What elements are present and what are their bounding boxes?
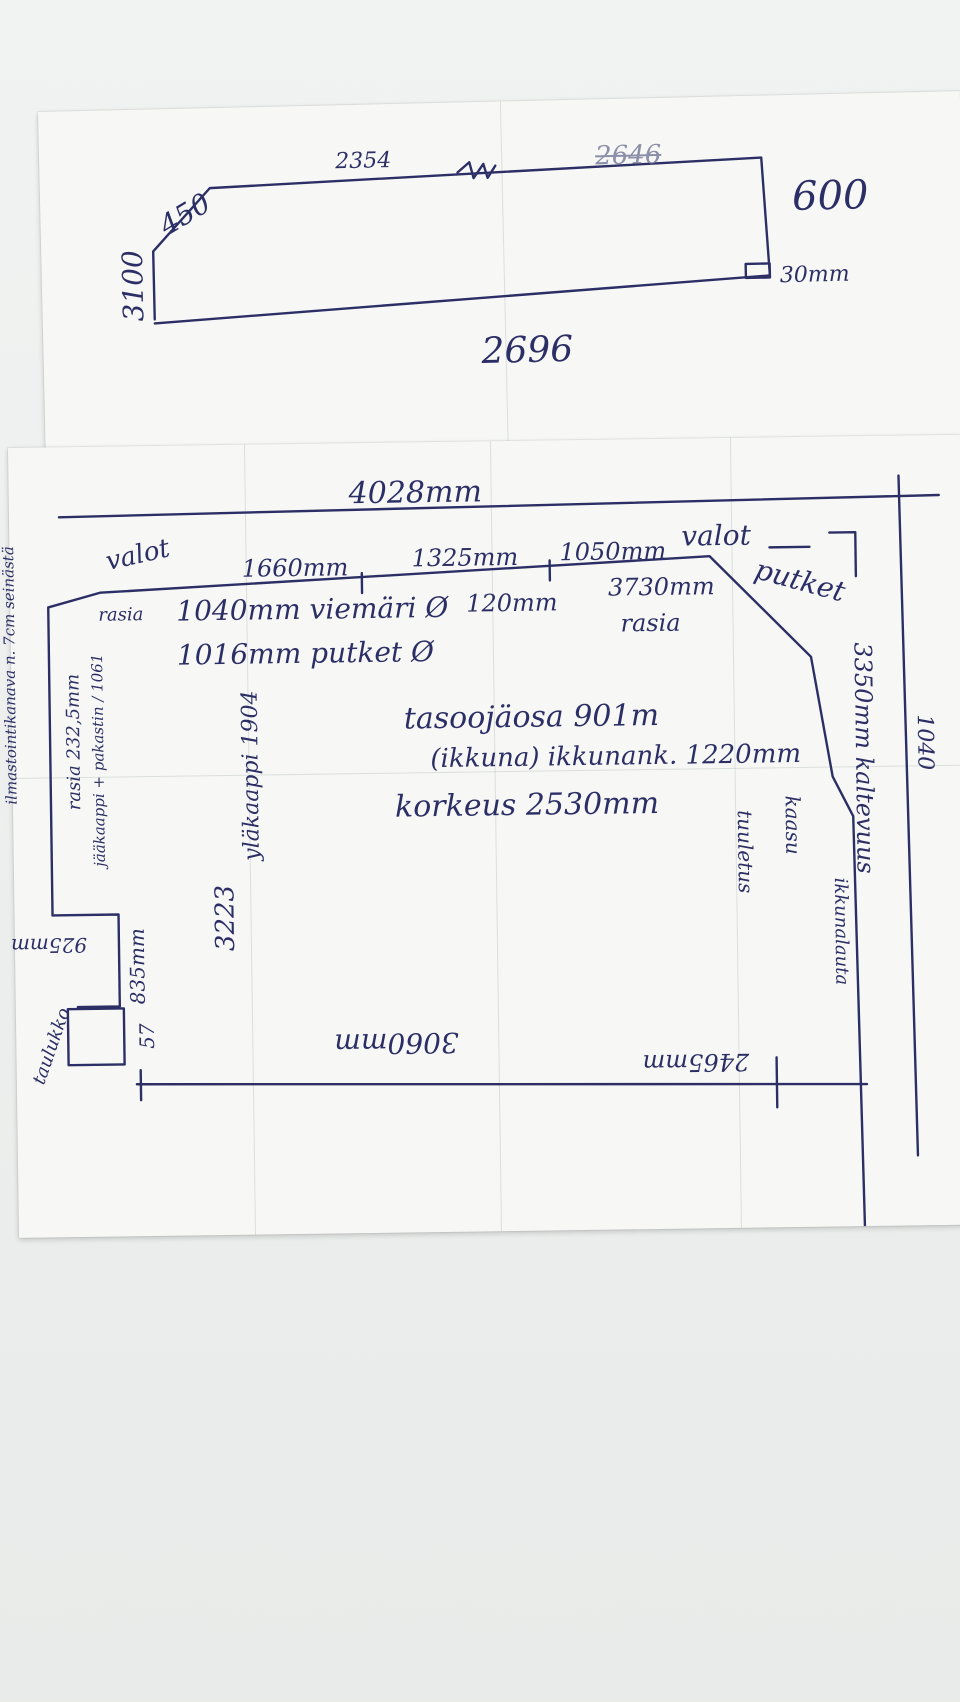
left-length-label: 3223 bbox=[210, 884, 242, 952]
overall-width-label: 4028mm bbox=[348, 474, 483, 512]
box-label-left: rasia bbox=[98, 604, 144, 626]
bottom-wall-line bbox=[135, 1082, 869, 1086]
paper-sheet-bottom: 4028mm ilmastointikanava n. 7cm seinästä… bbox=[0, 434, 960, 1238]
left-height-label: 835mm bbox=[124, 928, 150, 1005]
segment-3-label: 1050mm bbox=[559, 536, 667, 567]
right-side-length-label: 3350mm kaltevuus bbox=[848, 642, 880, 874]
lights-right-label: valot bbox=[681, 518, 752, 553]
right-lower-label: ikkunalauta bbox=[829, 877, 853, 986]
lights-bracket bbox=[828, 530, 858, 578]
right-side-label: 600 bbox=[791, 172, 869, 220]
overall-width-line bbox=[57, 493, 940, 519]
height-label: korkeus 2530mm bbox=[394, 785, 660, 825]
drain-label: 1040mm viemäri Ø bbox=[176, 590, 449, 628]
bottom-length-label: 2696 bbox=[481, 328, 574, 372]
scribble-mark bbox=[456, 161, 497, 180]
countertop-sketch bbox=[151, 156, 772, 325]
corner-mark-box bbox=[744, 262, 772, 280]
right-tick bbox=[775, 1056, 779, 1109]
left-side-label: 3100 bbox=[115, 249, 151, 322]
table-box bbox=[66, 1007, 126, 1067]
left-cabinet-note: jääkaappi + pakastin / 1061 bbox=[87, 653, 109, 867]
right-edge-label: 1040 bbox=[911, 714, 938, 771]
fridge-niche bbox=[51, 913, 122, 1009]
counter-outline bbox=[47, 555, 867, 1228]
right-side-note-label: kaasu bbox=[780, 795, 806, 855]
upper-cabinet-label: yläkaappi 1904 bbox=[237, 690, 265, 861]
bottom-length-label: 3060mm bbox=[334, 1025, 459, 1061]
pipes-label: 1016mm putket Ø bbox=[176, 635, 435, 672]
air-duct-note: ilmastointikanava n. 7cm seinästä bbox=[0, 546, 21, 805]
segment-2-label: 1325mm bbox=[411, 542, 519, 573]
left-width-label: 925mm bbox=[10, 932, 88, 959]
right-edge-line bbox=[897, 474, 920, 1157]
right-note-label: tuuletus bbox=[732, 809, 758, 894]
segment-4-label: 3730mm bbox=[607, 572, 715, 602]
left-small-label: 57 bbox=[134, 1023, 160, 1050]
countertop-outline bbox=[151, 156, 772, 325]
paper-sheet-top: 2354 2646 450 3100 600 30mm 2696 bbox=[38, 91, 960, 484]
top-crossed-label: 2646 bbox=[594, 139, 662, 172]
bottom-right-label: 2465mm bbox=[642, 1047, 750, 1078]
width-120-label: 120mm bbox=[466, 588, 558, 618]
segment-1-label: 1660mm bbox=[241, 553, 349, 583]
window-label: (ikkuna) ikkunank. 1220mm bbox=[430, 738, 802, 775]
lights-arrow bbox=[768, 545, 811, 549]
left-box-note: rasia 232,5mm bbox=[62, 673, 86, 811]
corner-mark-label: 30mm bbox=[779, 261, 850, 289]
box-label-right: rasia bbox=[620, 608, 681, 638]
counter-depth-label: tasoojäosa 901m bbox=[403, 697, 660, 737]
top-length-label: 2354 bbox=[334, 148, 392, 175]
floor-plan-sketch bbox=[47, 474, 940, 1228]
